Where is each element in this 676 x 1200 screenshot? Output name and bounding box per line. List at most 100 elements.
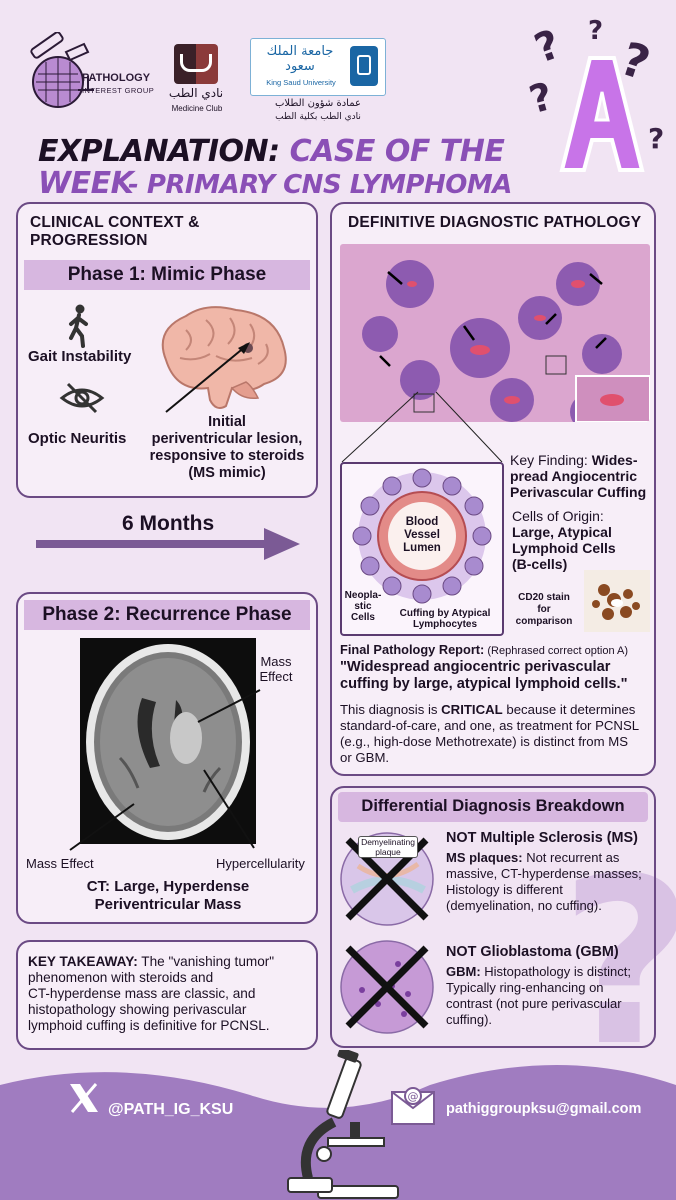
page-subtitle: - PRIMARY CNS LYMPHOMA [128, 170, 512, 200]
diagnostic-pathology-panel: DEFINITIVE DIAGNOSTIC PATHOLOGY [330, 202, 656, 776]
demyelinating-label: Demyelinating plaque [358, 836, 418, 858]
cd20-stain-image [584, 570, 650, 632]
brain-illustration [146, 300, 296, 420]
eye-icon [58, 380, 106, 416]
differential-diagnosis-panel: Differential Diagnosis Breakdown Demyeli… [330, 786, 656, 1048]
mass-effect-top-label: Mass Effect [246, 654, 306, 684]
critical-line3: (e.g., high-dose Methotrexate) is distin… [340, 734, 629, 749]
title-part1: EXPLANATION: [38, 134, 280, 169]
vessel-line1: Blood [405, 516, 439, 528]
hypercellularity-label: Hypercellularity [216, 856, 305, 871]
ms-text: NOT Multiple Sclerosis (MS) MS plaques: … [446, 830, 654, 914]
ct-caption: CT: Large, Hyperdense Periventricular Ma… [18, 878, 318, 914]
takeaway-line4: histopathology showing perivascular [28, 1002, 247, 1017]
medicine-club-logo: نادي الطب Medicine Club [168, 44, 238, 122]
pointer-lines [69, 689, 261, 851]
ddx-title: Differential Diagnosis Breakdown [361, 797, 625, 815]
ms-bold: MS plaques: [446, 850, 523, 865]
vessel-lumen-label: Blood Vessel Lumen [392, 516, 452, 555]
cd20-line2: for [537, 604, 551, 615]
report-quote-line2: cuffing by large, atypical lymphoid cell… [340, 676, 628, 692]
cells-of-origin: Cells of Origin: Large, Atypical Lymphoi… [512, 508, 652, 572]
cuffing-line2: Lymphocytes [412, 619, 478, 630]
ct-scan-image [80, 638, 256, 844]
pathology-logo: PATHOLOGY INTEREST GROUP [18, 31, 168, 112]
critical-line4: or GBM. [340, 750, 390, 765]
ddx-title-band [338, 792, 648, 822]
gbm-line4: cuffing). [446, 1012, 493, 1027]
demyel-line1: Demyelinating [361, 837, 415, 847]
demyel-line2: plaque [375, 847, 401, 857]
gbm-line2: Typically ring-enhancing on [446, 980, 604, 995]
origin-line3: (B-cells) [512, 556, 568, 572]
gbm-bold: GBM: [446, 964, 481, 979]
gbm-histology-image [338, 938, 436, 1036]
question-mark-5: ? [648, 122, 665, 155]
x-handle[interactable]: @PATH_IG_KSU [108, 1101, 234, 1118]
club-full-arabic: نادي الطب بكلية الطب [275, 112, 361, 122]
mass-effect-top-line1: Mass [260, 654, 292, 669]
takeaway-line2: phenomenon with steroids and [28, 970, 214, 985]
cuffing-label: Cuffing by Atypical Lymphocytes [386, 608, 504, 630]
key-finding: Key Finding: Wides- pread Angiocentric P… [510, 452, 656, 500]
club-arabic: نادي الطب [168, 86, 224, 100]
origin-line1: Large, Atypical [512, 524, 612, 540]
takeaway-line1: The "vanishing tumor" [137, 954, 275, 969]
x-logo-icon[interactable] [66, 1080, 102, 1116]
ms-line1: Not recurrent as [522, 850, 620, 865]
key-finding-line1: Wides- [591, 452, 638, 468]
optic-neuritis-label: Optic Neuritis [28, 430, 127, 447]
logo-line2: INTEREST GROUP [82, 86, 155, 95]
timeline-label: 6 Months [122, 512, 215, 535]
email-address[interactable]: pathiggroupksu@gmail.com [446, 1101, 642, 1117]
key-finding-prefix: Key Finding: [510, 452, 592, 468]
ms-line2: massive, CT-hyperdense masses; [446, 866, 642, 881]
gbm-line1: Histopathology is distinct; [480, 964, 631, 979]
timeline-arrow [36, 528, 300, 560]
lesion-line2: periventricular lesion, [151, 431, 303, 447]
deanship-arabic: عمادة شؤون الطلاب [275, 98, 361, 109]
lesion-pointer [165, 342, 250, 413]
cd20-line1: CD20 stain [518, 592, 570, 603]
email-icon[interactable]: @ [390, 1082, 436, 1126]
key-takeaway-panel: KEY TAKEAWAY: The "vanishing tumor" phen… [16, 940, 318, 1050]
logo-line1: PATHOLOGY [82, 72, 151, 84]
neoplastic-label: Neopla- stic Cells [344, 590, 382, 623]
phase1-band: Phase 1: Mimic Phase [24, 260, 310, 290]
histology-image [340, 244, 650, 422]
ms-line3: Histology is different [446, 882, 563, 897]
ct-caption-line2: Periventricular Mass [94, 896, 242, 913]
critical-line1a: This diagnosis is [340, 702, 442, 717]
key-finding-line3: Perivascular Cuffing [510, 484, 647, 500]
uni-english: King Saud University [266, 78, 336, 87]
ksu-logo: جامعة الملك سعود King Saud University عم… [250, 38, 386, 124]
neoplastic-line2: stic [354, 601, 372, 612]
ms-title: NOT Multiple Sclerosis (MS) [446, 830, 638, 846]
phase2-band: Phase 2: Recurrence Phase [24, 600, 310, 630]
gbm-line3: contrast (not pure perivascular [446, 996, 622, 1011]
origin-label: Cells of Origin: [512, 508, 604, 524]
mass-effect-left-label: Mass Effect [26, 856, 94, 871]
report-note: (Rephrased correct option A) [484, 645, 629, 657]
cd20-label: CD20 stain for comparison [510, 592, 578, 628]
decorative-question-mark: ? [560, 830, 676, 1097]
cd20-line3: comparison [515, 616, 573, 627]
neoplastic-line3: Cells [351, 612, 375, 623]
report-quote-line1: "Widespread angiocentric perivascular [340, 659, 611, 675]
lesion-line4: (MS mimic) [188, 465, 266, 481]
gait-label: Gait Instability [28, 348, 132, 365]
page-title: EXPLANATION: CASE OF THE WEEK [38, 136, 558, 200]
takeaway-line5: lymphoid cuffing is definitive for PCNSL… [28, 1018, 270, 1033]
critical-word: CRITICAL [441, 702, 503, 717]
uni-arabic: جامعة الملك سعود [266, 44, 334, 74]
vessel-line3: Lumen [403, 542, 441, 554]
neoplastic-line1: Neopla- [344, 590, 382, 601]
vessel-line2: Vessel [404, 529, 440, 541]
walking-person-icon [62, 304, 98, 348]
gbm-text: NOT Glioblastoma (GBM) GBM: Histopatholo… [446, 944, 654, 1028]
clinical-context-panel: CLINICAL CONTEXT & PROGRESSION Phase 1: … [16, 202, 318, 498]
title-part2: CASE OF THE WEEK [38, 134, 505, 201]
takeaway-line3: CT-hyperdense mass are classic, and [28, 986, 256, 1001]
question-mark-2: ? [588, 16, 604, 46]
cuffing-line1: Cuffing by Atypical [399, 608, 491, 619]
